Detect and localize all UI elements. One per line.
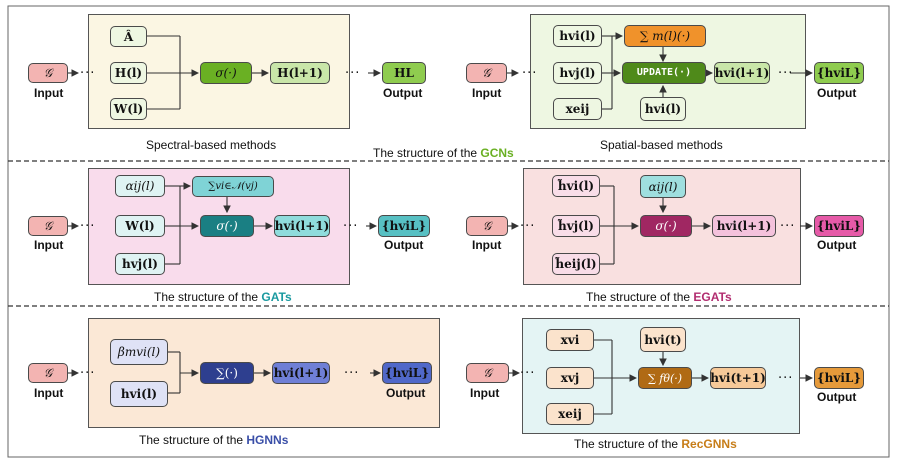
f-theta-sum-node: ∑ fθ(·) bbox=[638, 367, 692, 389]
ellipsis: ··· bbox=[80, 219, 96, 234]
gat-title-prefix: The structure of the bbox=[154, 290, 262, 304]
input-label: Input bbox=[34, 386, 64, 400]
x-eij-node: xeij bbox=[546, 403, 594, 425]
sum-node: ∑(·) bbox=[200, 362, 254, 384]
input-node: 𝒢 bbox=[466, 63, 507, 83]
input-label: Input bbox=[34, 86, 64, 100]
input-label: Input bbox=[472, 86, 502, 100]
h-vj-node: hvj(l) bbox=[553, 62, 602, 84]
alpha-node: αij(l) bbox=[115, 175, 165, 197]
gcn-section-title: The structure of the GCNs bbox=[373, 146, 514, 160]
h-final-node: HL bbox=[382, 62, 426, 84]
egat-title-name: EGATs bbox=[693, 290, 732, 304]
message-sum-node: ∑ m(l)(·) bbox=[624, 25, 706, 47]
spatial-caption: Spatial-based methods bbox=[600, 138, 723, 152]
sigma-node: σ(·) bbox=[200, 62, 252, 84]
w-l-node: W(l) bbox=[110, 98, 147, 120]
ellipsis: ··· bbox=[522, 66, 538, 81]
hgnn-title-name: HGNNs bbox=[246, 433, 289, 447]
h-tilde-eij-node: h̃eij(l) bbox=[552, 253, 600, 275]
x-vj-node: xvj bbox=[546, 367, 594, 389]
h-tilde-vi-node: h̃vi(l) bbox=[552, 175, 600, 197]
ellipsis: ··· bbox=[778, 66, 794, 81]
gcn-title-prefix: The structure of the bbox=[373, 146, 481, 160]
input-node: 𝒢 bbox=[28, 363, 68, 383]
output-label: Output bbox=[386, 386, 426, 400]
gat-title-name: GATs bbox=[261, 290, 292, 304]
gat-section-title: The structure of the GATs bbox=[154, 290, 292, 304]
w-l-node: W(l) bbox=[115, 215, 165, 237]
ellipsis: ··· bbox=[80, 366, 96, 381]
input-label: Input bbox=[472, 238, 502, 252]
ellipsis: ··· bbox=[80, 66, 96, 81]
egat-section-title: The structure of the EGATs bbox=[586, 290, 732, 304]
output-label: Output bbox=[817, 238, 857, 252]
input-node: 𝒢 bbox=[466, 363, 509, 383]
ellipsis: ··· bbox=[520, 366, 536, 381]
h-final-node: {hviL} bbox=[378, 215, 430, 237]
ellipsis: ··· bbox=[345, 66, 361, 81]
sigma-node: σ(·) bbox=[200, 215, 254, 237]
h-next-node: hvi(l+1) bbox=[712, 215, 776, 237]
h-final-node: {hviL} bbox=[382, 362, 432, 384]
h-next-node: hvi(l+1) bbox=[714, 62, 770, 84]
h-tilde-vj-node: h̃vj(l) bbox=[552, 215, 600, 237]
h-next-node: H(l+1) bbox=[270, 62, 330, 84]
a-hat-node: Â bbox=[110, 26, 147, 47]
input-node: 𝒢 bbox=[28, 216, 68, 236]
input-label: Input bbox=[34, 238, 64, 252]
h-vi-self-node: hvi(l) bbox=[640, 97, 686, 121]
spectral-caption: Spectral-based methods bbox=[146, 138, 277, 152]
h-next-node: hvi(l+1) bbox=[274, 215, 330, 237]
h-final-node: {hviL} bbox=[814, 367, 864, 389]
recgnn-section-title: The structure of the RecGNNs bbox=[574, 437, 737, 451]
recgnn-title-prefix: The structure of the bbox=[574, 437, 682, 451]
h-next-node: hvi(t+1) bbox=[710, 367, 766, 389]
output-label: Output bbox=[817, 86, 857, 100]
sigma-node: σ(·) bbox=[640, 215, 692, 237]
ellipsis: ··· bbox=[778, 371, 794, 386]
h-vj-node: hvj(l) bbox=[115, 253, 165, 275]
x-eij-node: xeij bbox=[553, 98, 602, 120]
gcn-title-name: GCNs bbox=[480, 146, 514, 160]
h-l-node: H(l) bbox=[110, 62, 147, 84]
h-vi-node: hvi(l) bbox=[110, 381, 168, 407]
ellipsis: ··· bbox=[343, 219, 359, 234]
h-vi-t-node: hvi(t) bbox=[640, 327, 686, 352]
h-final-node: {hviL} bbox=[814, 215, 864, 237]
h-next-node: hvi(l+1) bbox=[272, 362, 330, 384]
egat-title-prefix: The structure of the bbox=[586, 290, 694, 304]
update-node: UPDATE(·) bbox=[622, 62, 706, 84]
output-label: Output bbox=[384, 238, 424, 252]
neighbor-sum-node: ∑vi∈𝒩(vj) bbox=[192, 176, 274, 197]
beta-node: βmvi(l) bbox=[110, 339, 168, 365]
x-vi-node: xvi bbox=[546, 329, 594, 351]
recgnn-title-name: RecGNNs bbox=[681, 437, 737, 451]
alpha-node: αij(l) bbox=[640, 175, 686, 198]
input-node: 𝒢 bbox=[28, 63, 68, 83]
input-label: Input bbox=[470, 386, 500, 400]
ellipsis: ··· bbox=[520, 219, 536, 234]
ellipsis: ··· bbox=[780, 219, 796, 234]
output-label: Output bbox=[383, 86, 423, 100]
input-node: 𝒢 bbox=[466, 216, 508, 236]
output-label: Output bbox=[817, 390, 857, 404]
h-final-node: {hviL} bbox=[814, 62, 864, 84]
h-vi-node: hvi(l) bbox=[553, 25, 602, 47]
ellipsis: ··· bbox=[344, 366, 360, 381]
hgnn-title-prefix: The structure of the bbox=[139, 433, 247, 447]
hgnn-section-title: The structure of the HGNNs bbox=[139, 433, 288, 447]
